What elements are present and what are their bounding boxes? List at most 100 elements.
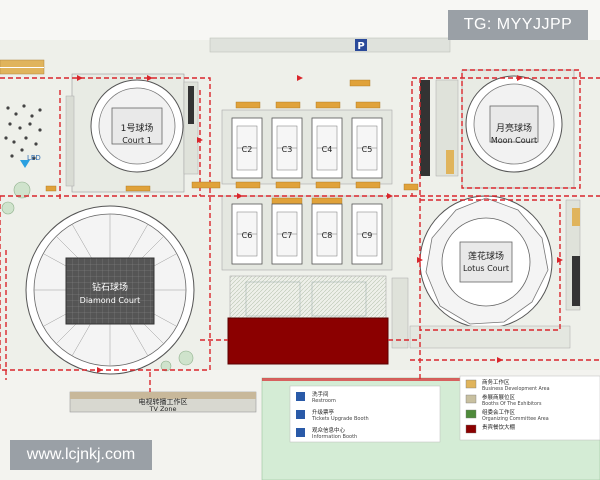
court-1-en: Court 1 — [122, 136, 152, 145]
small-court-c7[interactable]: C7 — [271, 203, 303, 265]
small-court-label: C9 — [362, 231, 373, 240]
diamond-court-stadium[interactable]: 钻石球场 Diamond Court — [25, 205, 195, 375]
route-arrow — [97, 367, 103, 373]
roof-strip — [355, 181, 381, 189]
parking-sign-label: P — [357, 41, 364, 52]
small-court-c5[interactable]: C5 — [351, 117, 383, 179]
small-court-label: C2 — [242, 145, 253, 154]
small-court-c9[interactable]: C9 — [351, 203, 383, 265]
small-court-c8[interactable]: C8 — [311, 203, 343, 265]
legend-area-item: 贵宾餐饮大棚 — [465, 423, 516, 434]
legend-area-cn: 贵宾餐饮大棚 — [482, 423, 516, 431]
vip-dining-tent[interactable] — [227, 317, 389, 365]
trees — [1, 181, 194, 372]
diamond-court-cn: 钻石球场 — [92, 281, 128, 293]
spectator-area — [4, 104, 42, 160]
route-arrow — [297, 75, 303, 81]
small-court-label: C6 — [242, 231, 253, 240]
route-path — [5, 250, 151, 392]
roof-strip — [235, 181, 261, 189]
small-court-c2[interactable]: C2 — [231, 117, 263, 179]
legend-area-en: Booths Of The Exhibitors — [482, 401, 542, 407]
legend-label-cn: 洗手间 — [312, 390, 329, 398]
diamond-court-en: Diamond Court — [80, 296, 141, 305]
legend-label-cn: 升级票亭 — [312, 408, 335, 416]
moon-court-stadium[interactable]: 月亮球场 Moon Court — [461, 69, 575, 189]
ticket-booth-icon — [296, 410, 305, 419]
legend-area-cn: 组委会工作区 — [482, 408, 516, 416]
legend-swatch — [465, 394, 477, 404]
roof-strip — [125, 185, 151, 192]
roof-strip — [235, 101, 261, 109]
legend-swatch — [465, 409, 477, 419]
moon-court-en: Moon Court — [491, 136, 537, 145]
roof-strip — [311, 197, 343, 205]
roof-strip — [349, 79, 371, 87]
parking-sign: P — [355, 39, 367, 52]
small-court-label: C4 — [322, 145, 333, 154]
small-court-c3[interactable]: C3 — [271, 117, 303, 179]
legend-label-cn: 观众信息中心 — [312, 426, 346, 434]
legend-label-en: Tickets Upgrade Booth — [311, 416, 369, 422]
small-court-label: C8 — [322, 231, 333, 240]
court-1-stadium[interactable]: 1号球场 Court 1 — [71, 73, 185, 193]
small-court-label: C7 — [282, 231, 293, 240]
roof-strip — [191, 181, 221, 189]
roof-strip — [275, 181, 301, 189]
route-arrow — [237, 193, 243, 199]
restroom-icon — [296, 392, 305, 401]
route-arrow — [77, 75, 83, 81]
route-arrow — [557, 257, 563, 263]
roof-strip — [355, 101, 381, 109]
moon-court-cn: 月亮球场 — [496, 122, 532, 134]
roof-strip — [315, 101, 341, 109]
visitor-routes — [0, 69, 600, 392]
small-court-label: C3 — [282, 145, 293, 154]
roof-strip — [271, 197, 303, 205]
info-icon — [296, 428, 305, 437]
lotus-court-stadium[interactable]: 莲花球场 Lotus Court — [419, 195, 553, 329]
route-arrow — [387, 193, 393, 199]
tv-zone-cn: 电视转播工作区 — [139, 397, 188, 406]
roof-strip — [45, 185, 57, 192]
small-court-c4[interactable]: C4 — [311, 117, 343, 179]
legend-area-cn: 商务工作区 — [482, 378, 510, 386]
tv-zone-en: TV Zone — [148, 405, 176, 413]
route-arrow — [147, 75, 153, 81]
legend-swatch — [465, 424, 477, 434]
lotus-court-cn: 莲花球场 — [468, 250, 504, 262]
route-path — [0, 77, 600, 197]
small-court-c6[interactable]: C6 — [231, 203, 263, 265]
court-1-cn: 1号球场 — [121, 122, 154, 134]
tv-zone[interactable]: 电视转播工作区 TV Zone — [69, 391, 257, 413]
watermark-bottom: www.lcjnkj.com — [10, 440, 152, 470]
route-arrow — [497, 357, 503, 363]
led-label: LED — [27, 154, 41, 162]
roof-strip — [275, 101, 301, 109]
route-path — [461, 69, 581, 189]
legend-area-en: Business Development Area — [482, 386, 550, 392]
map-legend — [289, 375, 600, 443]
legend-swatch — [465, 379, 477, 389]
route-arrow — [517, 75, 523, 81]
roof-strip — [315, 181, 341, 189]
watermark-top: TG: MYYJJPP — [448, 10, 588, 40]
led-screen: LED — [20, 154, 41, 168]
legend-label-en: Restroom — [312, 398, 336, 404]
route-arrow — [197, 137, 203, 143]
roof-strips — [45, 79, 419, 205]
route-arrow — [417, 257, 423, 263]
legend-area-en: Organizing Committee Area — [482, 416, 549, 422]
legend-label-en: Information Booth — [312, 434, 357, 440]
